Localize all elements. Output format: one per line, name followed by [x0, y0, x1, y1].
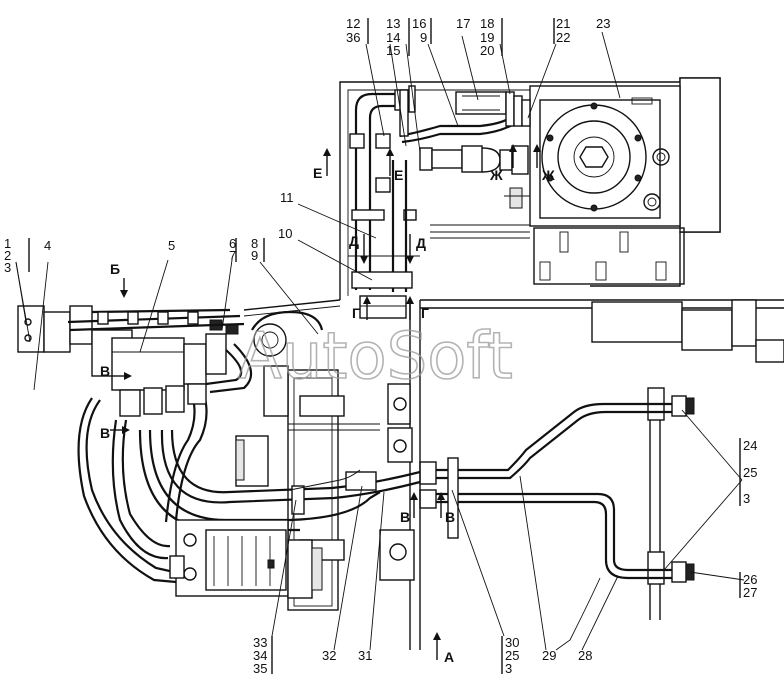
callout-17: 17 — [456, 16, 470, 31]
callout-3-right: 3 — [743, 491, 750, 506]
callout-35: 35 — [253, 661, 267, 676]
callout-16: 16 — [412, 16, 426, 31]
section-v-lower-label: В — [100, 425, 110, 441]
callout-34: 34 — [253, 648, 267, 663]
callout-8: 8 — [251, 236, 258, 251]
section-zh-right-label: Ж — [541, 167, 555, 183]
callout-26: 26 — [743, 572, 757, 587]
callout-3: 3 — [4, 260, 11, 275]
callout-27: 27 — [743, 585, 757, 600]
callout-7: 7 — [229, 248, 236, 263]
callout-3-bottom: 3 — [505, 661, 512, 676]
callout-19: 19 — [480, 30, 494, 45]
callout-24: 24 — [743, 438, 757, 453]
section-v-upper-label: В — [100, 363, 110, 379]
section-g-left-label: Г — [352, 305, 360, 321]
callout-25: 25 — [743, 465, 757, 480]
section-e-left-label: Е — [313, 165, 322, 181]
callout-14: 14 — [386, 30, 400, 45]
callout-10: 10 — [278, 226, 292, 241]
callout-16-9: 9 — [420, 30, 427, 45]
callout-labels: 1 2 3 4 5 6 7 8 9 10 11 12 36 13 14 15 1… — [4, 16, 757, 676]
callout-12: 12 — [346, 16, 360, 31]
callout-22: 22 — [556, 30, 570, 45]
section-labels: Б А Е Е Ж Ж Д Д Г Г В В В В — [100, 165, 555, 665]
callout-33: 33 — [253, 635, 267, 650]
callout-30: 30 — [505, 635, 519, 650]
valve-block — [17, 299, 341, 417]
callout-9: 9 — [251, 248, 258, 263]
section-e-right-label: Е — [394, 167, 403, 183]
section-arrows — [110, 144, 541, 660]
section-a-label: А — [444, 649, 454, 665]
section-d-left-label: Д — [349, 233, 359, 249]
section-zh-left-label: Ж — [489, 167, 503, 183]
engine-housing — [339, 77, 721, 300]
callout-23: 23 — [596, 16, 610, 31]
section-b-label: Б — [110, 261, 120, 277]
leader-lines — [15, 18, 745, 674]
callout-20: 20 — [480, 43, 494, 58]
callout-29: 29 — [542, 648, 556, 663]
callout-11: 11 — [280, 190, 294, 205]
callout-36: 36 — [346, 30, 360, 45]
callout-28: 28 — [578, 648, 592, 663]
callout-25-bottom: 25 — [505, 648, 519, 663]
upper-hoses — [348, 85, 531, 319]
callout-15: 15 — [386, 43, 400, 58]
callout-21: 21 — [556, 16, 570, 31]
callout-1: 1 — [4, 236, 11, 251]
callout-32: 32 — [322, 648, 336, 663]
callout-13: 13 — [386, 16, 400, 31]
callout-18: 18 — [480, 16, 494, 31]
callout-4: 4 — [44, 238, 51, 253]
callout-6: 6 — [229, 236, 236, 251]
callout-2: 2 — [4, 248, 11, 263]
section-v-bottom-left-label: В — [400, 509, 410, 525]
section-d-right-label: Д — [416, 235, 426, 251]
callout-5: 5 — [168, 238, 175, 253]
section-g-right-label: Г — [421, 305, 429, 321]
frame-and-pipes — [409, 299, 784, 651]
watermark: AutoSoft — [238, 320, 513, 394]
callout-31: 31 — [358, 648, 372, 663]
section-v-bottom-right-label: В — [445, 509, 455, 525]
hydraulic-pump — [169, 519, 323, 599]
